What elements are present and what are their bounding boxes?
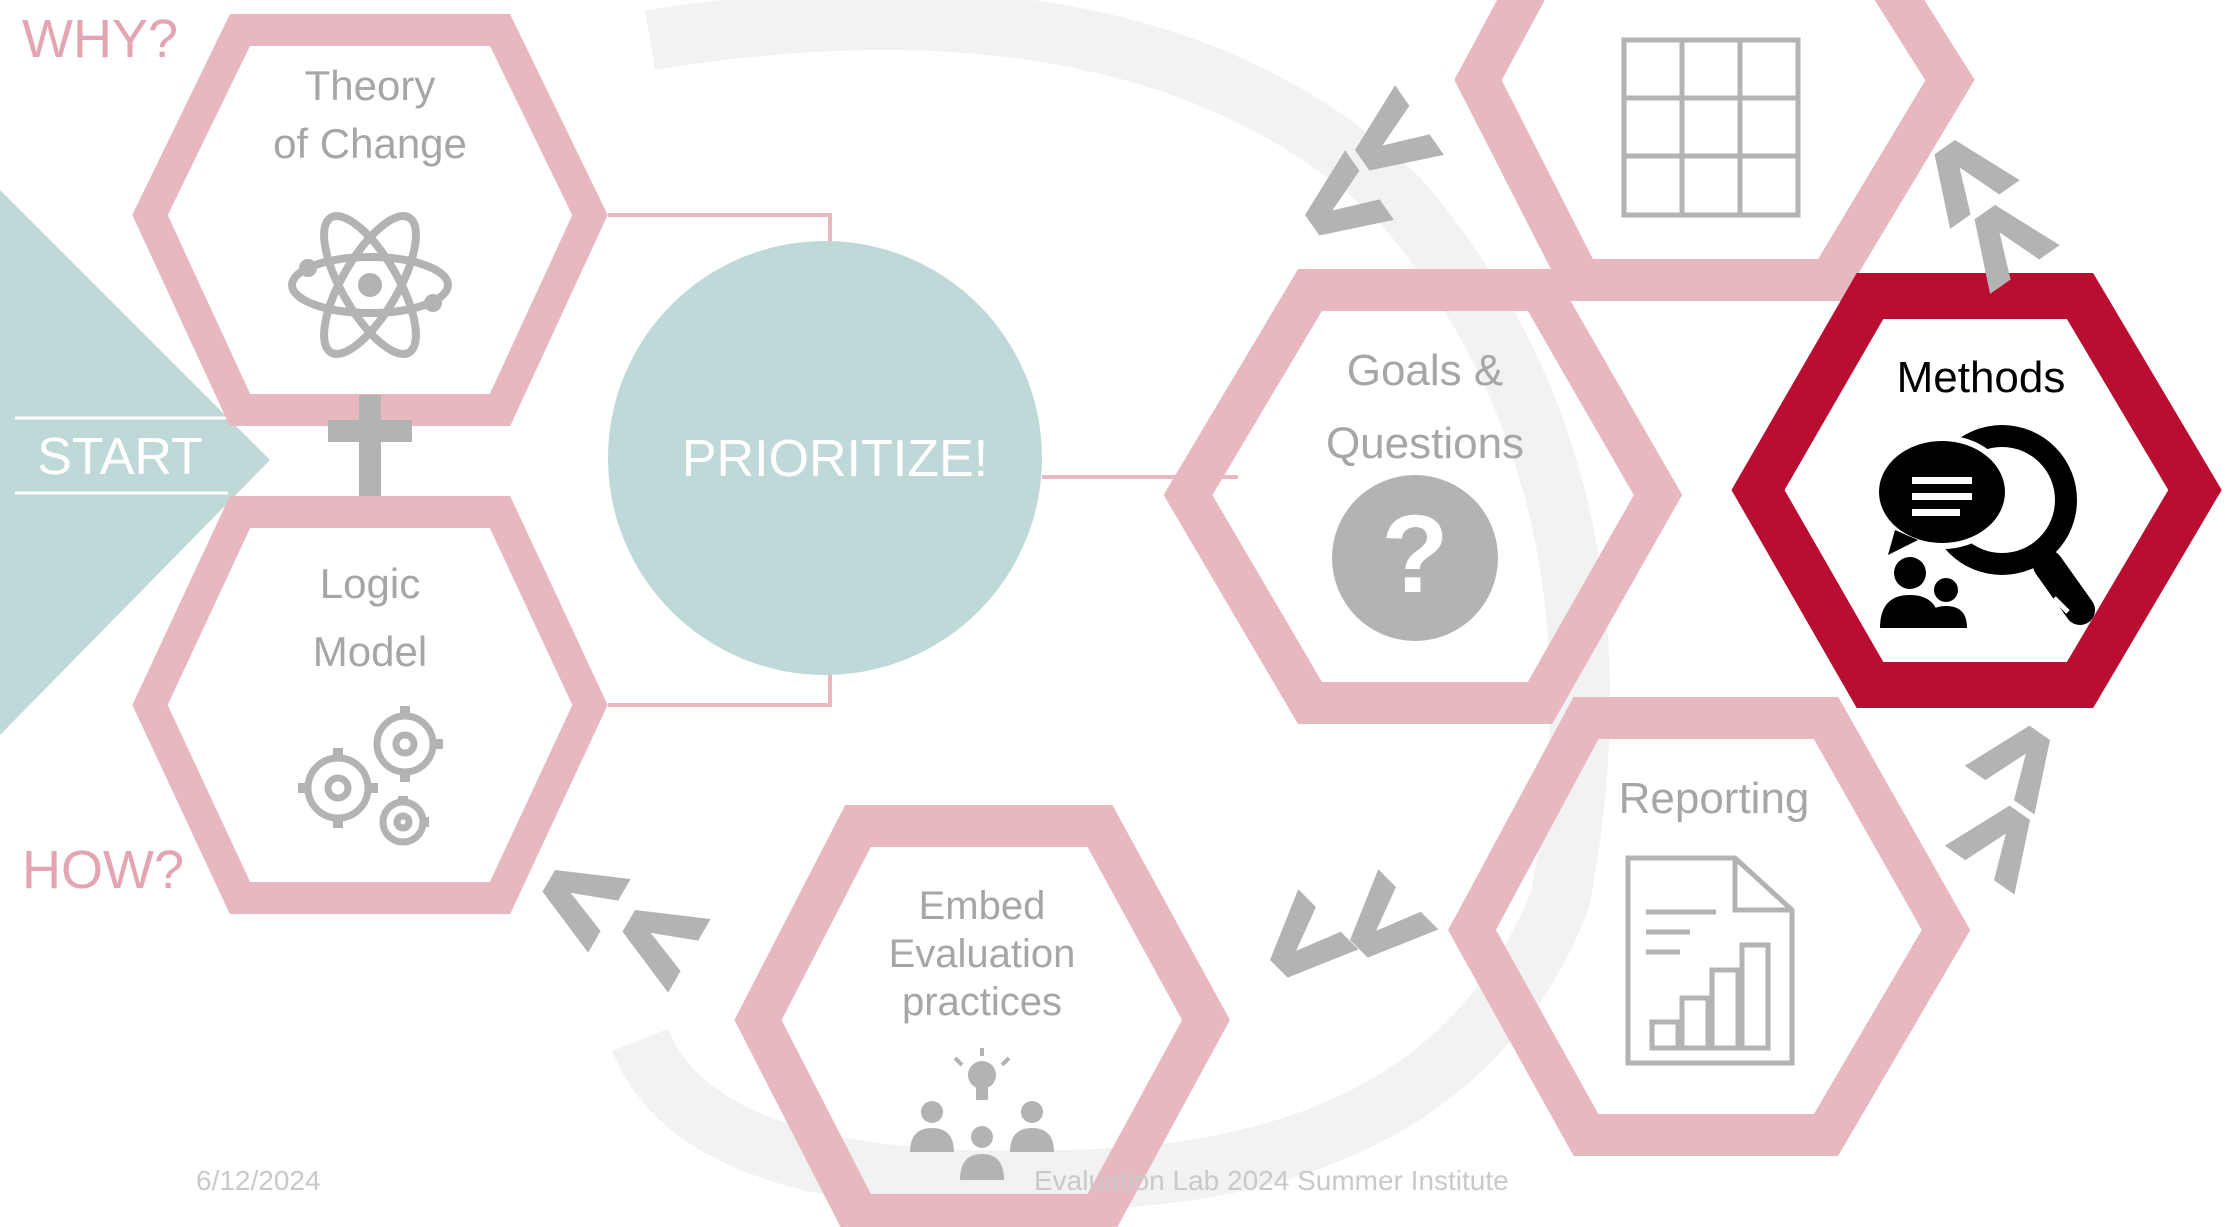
chevron-left-icon (1350, 869, 1439, 958)
grid-table-icon (1621, 37, 1801, 218)
chevron-down-icon (1944, 805, 2030, 895)
chevron-down-icon (1934, 140, 2020, 229)
gears-icon (298, 706, 443, 846)
start-label: START (37, 428, 203, 486)
hex-grid-table[interactable] (1454, 0, 1975, 301)
start-arrow[interactable]: START (0, 190, 270, 735)
embed-line1: Embed (919, 884, 1046, 928)
embed-line2: Evaluation (889, 932, 1076, 976)
chevron-left-icon (542, 870, 631, 953)
hex-theory-of-change[interactable]: Theory of Change (132, 14, 608, 426)
atom-icon (288, 212, 452, 358)
question-mark-icon: ? (1332, 475, 1498, 641)
embed-line3: practices (902, 980, 1062, 1024)
logic-line1: Logic (320, 560, 420, 607)
chevron-left-icon (1270, 889, 1359, 978)
hex-logic-model[interactable]: Logic Model (132, 496, 608, 914)
reporting-label: Reporting (1619, 774, 1810, 823)
hex-goals-questions[interactable]: Goals & Questions ? (1163, 269, 1683, 724)
lightbulb-people-icon (910, 1048, 1054, 1180)
chevron-down-icon (1974, 205, 2060, 294)
footer-event: Evaluation Lab 2024 Summer Institute (1034, 1165, 1509, 1196)
svg-text:?: ? (1381, 493, 1448, 616)
logic-line2: Model (313, 628, 427, 675)
background-cycle-arrow (612, 0, 1610, 1211)
theory-line1: Theory (305, 62, 436, 109)
theory-line2: of Change (273, 120, 467, 167)
chevron-right-icon (1355, 85, 1444, 171)
prioritize-circle[interactable]: PRIORITIZE! (608, 241, 1042, 675)
chevron-left-icon (622, 910, 711, 993)
hex-reporting[interactable]: Reporting (1448, 697, 1971, 1156)
report-chart-icon (1625, 855, 1795, 1066)
methods-label: Methods (1897, 353, 2066, 402)
plus-icon (328, 395, 412, 500)
prioritize-label: PRIORITIZE! (682, 430, 988, 488)
chevron-right-icon (1305, 150, 1394, 236)
chevron-down-icon (1964, 725, 2050, 815)
goals-line1: Goals & (1347, 346, 1504, 395)
hex-embed-evaluation[interactable]: Embed Evaluation practices (734, 805, 1230, 1227)
chevron-arrows (542, 85, 2060, 993)
how-label: HOW? (22, 840, 184, 900)
chat-magnifier-people-icon (1873, 425, 2095, 628)
footer-date: 6/12/2024 (196, 1165, 321, 1196)
goals-line2: Questions (1326, 419, 1524, 468)
why-label: WHY? (22, 9, 178, 69)
hex-methods[interactable]: Methods (1731, 273, 2222, 708)
